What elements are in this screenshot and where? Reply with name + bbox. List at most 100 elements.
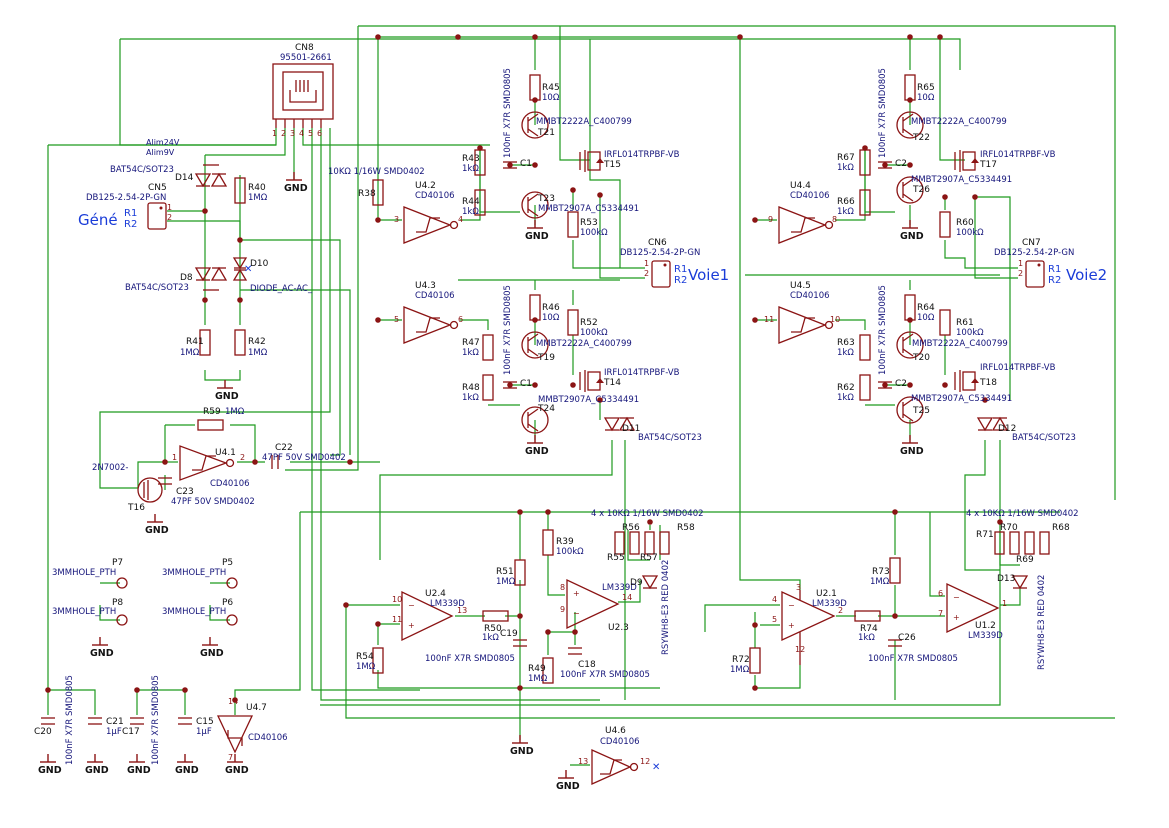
r46-value: 10Ω <box>542 313 560 323</box>
t18-ref: T18 <box>979 378 997 388</box>
u23-pin-out: 14 <box>622 593 632 602</box>
u12-pin-out: 1 <box>1002 599 1007 608</box>
gnd-label: GND <box>175 765 199 776</box>
r52-value: 100kΩ <box>580 328 608 338</box>
cn5-num-1: 1 <box>167 203 172 212</box>
cn7-num-2: 2 <box>1018 269 1023 278</box>
diode-d11: D11 BAT54C/SOT23 <box>603 416 702 443</box>
d8-ref: D8 <box>180 273 193 283</box>
c17-ref: C17 <box>122 727 140 737</box>
diode-d13: D13 RSYWH8-E3 RED 0402 <box>997 574 1047 670</box>
u46-ref: U4.6 <box>605 726 626 736</box>
gnd-label: GND <box>215 391 239 402</box>
c15-ref: C15 <box>196 717 214 727</box>
connector-cn8: CN8 95501-2661 1 2 3 4 5 6 <box>272 43 334 138</box>
gnd-symbol: GND <box>175 754 199 776</box>
t20-value: MMBT2222A_C400799 <box>912 339 1008 349</box>
diode-d10: D10 DIODE_AC-AC_ ✕ <box>232 257 313 294</box>
u23-pin-a: 8 <box>560 583 565 592</box>
resistor-r45: R45 10Ω <box>529 74 560 103</box>
r47-ref: R47 <box>462 338 480 348</box>
r54-ref: R54 <box>356 652 374 662</box>
r67-value: 1kΩ <box>837 163 854 173</box>
transistor-t14: IRFL014TRPBF-VB T14 <box>579 368 680 392</box>
r45-value: 10Ω <box>542 93 560 103</box>
r41-value: 1MΩ <box>180 348 200 358</box>
gnd-symbol: GND <box>284 172 308 194</box>
r61-value: 100kΩ <box>956 328 984 338</box>
c-ch3-value: 100nF X7R SMD0805 <box>878 68 888 158</box>
hole-p7: P7 3MMHOLE_PTH <box>52 558 128 589</box>
resistor-r65: R65 10Ω <box>904 74 935 103</box>
r74-ref: R74 <box>860 624 878 634</box>
p7-value: 3MMHOLE_PTH <box>52 568 116 578</box>
u47-pin-bot: 7 <box>228 753 233 762</box>
resistor-r72: R72 1MΩ <box>730 647 761 675</box>
u12-pin-a: 6 <box>938 589 943 598</box>
d10-value: DIODE_AC-AC_ <box>250 284 313 294</box>
t17-ref: T17 <box>979 160 997 170</box>
u43-value: CD40106 <box>415 291 455 301</box>
diode-d9: D9 RSYWH8-E3 RED 0402 <box>630 560 671 655</box>
t19-value: MMBT2222A_C400799 <box>536 339 632 349</box>
t17-value: IRFL014TRPBF-VB <box>980 150 1056 160</box>
rn1-ref-2: R55 <box>607 553 625 563</box>
cn6-pin-r2: R2 <box>674 275 687 286</box>
u24-ref: U2.4 <box>425 589 446 599</box>
u45-pin-in: 11 <box>764 315 774 324</box>
u24-pin-b: 11 <box>392 615 402 624</box>
c23-value: 47PF 50V SMD0402 <box>171 497 255 507</box>
capacitor-c-ch3: C2 100nF X7R SMD0805 <box>878 68 907 169</box>
r72-value: 1MΩ <box>730 665 750 675</box>
t24-ref: T24 <box>537 404 555 414</box>
resistor-r52: R52 100kΩ <box>567 309 608 338</box>
u12-plus: + <box>953 613 960 622</box>
gnd-label: GND <box>90 648 114 659</box>
rn1-value: 4 x 10KΩ 1/16W SMD0402 <box>591 509 704 519</box>
resistor-r54: R54 1MΩ <box>356 647 384 674</box>
cn7-num-1: 1 <box>1018 259 1023 268</box>
c22-ref: C22 <box>275 443 293 453</box>
capacitor-c19: C19 100nF X7R SMD0805 <box>425 629 527 664</box>
t14-value: IRFL014TRPBF-VB <box>604 368 680 378</box>
gnd-symbol: GND <box>145 514 169 536</box>
u24-plus: + <box>408 621 415 630</box>
gnd-label: GND <box>85 765 109 776</box>
hole-p8: P8 3MMHOLE_PTH <box>52 598 128 626</box>
r39-value: 100kΩ <box>556 547 584 557</box>
gnd-symbol: GND <box>38 754 62 776</box>
r62-value: 1kΩ <box>837 393 854 403</box>
t24-value: MMBT2907A_C5334491 <box>538 395 639 405</box>
resistor-r51: R51 1MΩ <box>496 559 526 587</box>
t19-ref: T19 <box>537 353 555 363</box>
r72-ref: R72 <box>732 655 750 665</box>
r50-value: 1kΩ <box>482 633 499 643</box>
rn1-ref-3: R57 <box>640 553 658 563</box>
u44-value: CD40106 <box>790 191 830 201</box>
resistor-r73: R73 1MΩ <box>870 557 901 587</box>
u47-ref: U4.7 <box>246 703 267 713</box>
t21-ref: T21 <box>537 128 555 138</box>
u46-pin-out: 12 <box>640 757 650 766</box>
cn8-pin-2: 2 <box>281 129 286 138</box>
cn8-pin-6: 6 <box>317 129 322 138</box>
d13-ref: D13 <box>997 574 1015 584</box>
u21-pin-a: 4 <box>772 595 777 604</box>
resistor-r60: R60 100kΩ <box>939 211 984 238</box>
r60-value: 100kΩ <box>956 228 984 238</box>
cn7-label: Voie2 <box>1066 266 1107 284</box>
c26-value: 100nF X7R SMD0805 <box>868 654 958 664</box>
resistor-r63: R63 1kΩ <box>837 334 871 361</box>
connector-cn7: CN7 DB125-2.54-2P-GN R1 R2 Voie2 1 2 <box>994 238 1107 288</box>
resistor-r59: R59 1MΩ <box>197 407 245 431</box>
u47-pin-top: 14 <box>228 697 238 706</box>
cn5-value: DB125-2.54-2P-GN <box>86 193 166 203</box>
c18-ref: C18 <box>578 660 596 670</box>
gnd-symbol: GND <box>900 435 924 457</box>
junctions <box>45 34 1003 703</box>
r49-value: 1MΩ <box>528 674 548 684</box>
rn2-ref-0: R71 <box>976 530 994 540</box>
u41-ref: U4.1 <box>215 448 236 458</box>
